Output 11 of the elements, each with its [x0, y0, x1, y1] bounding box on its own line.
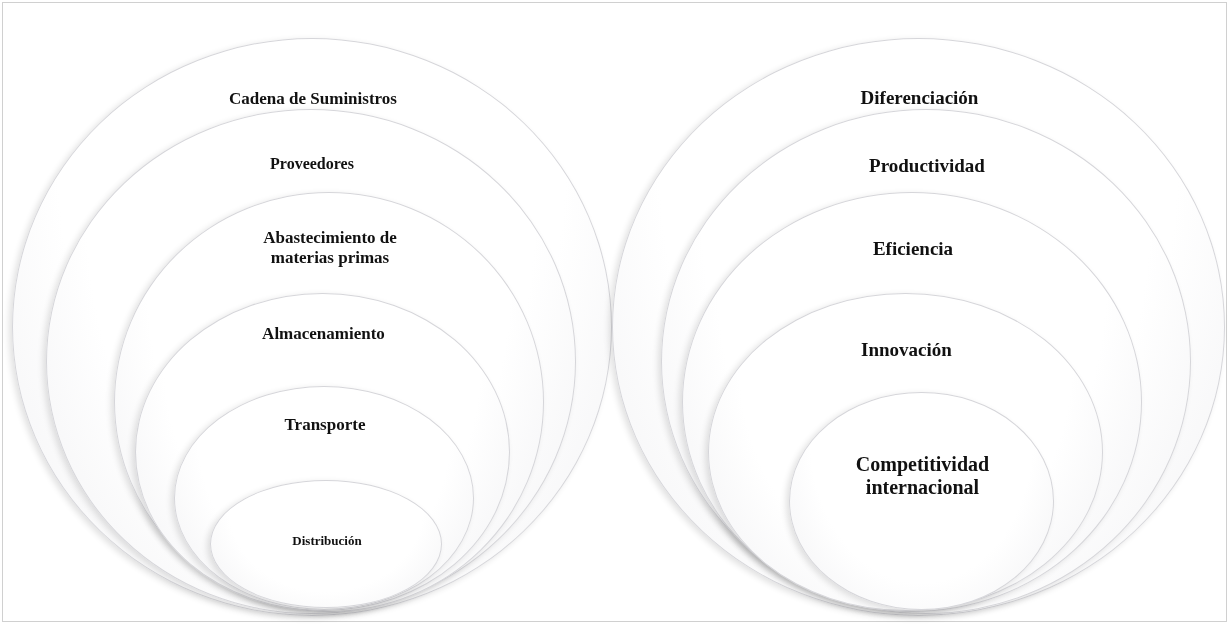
- ellipse-label: Cadena de Suministros: [228, 89, 398, 109]
- ellipse-label: Competitividad internacional: [854, 453, 991, 499]
- ellipse-label: Innovación: [860, 339, 953, 361]
- ellipse-label: Transporte: [283, 415, 367, 435]
- ellipse-label: Proveedores: [269, 155, 355, 173]
- ellipse-label: Distribución: [291, 533, 363, 549]
- ellipse-label: Eficiencia: [871, 238, 955, 260]
- ellipse-label: Diferenciación: [859, 87, 980, 109]
- ellipse-label: Almacenamiento: [261, 324, 386, 344]
- ellipse-label: Productividad: [868, 155, 986, 177]
- ellipse-label: Abastecimiento de materias primas: [262, 228, 398, 268]
